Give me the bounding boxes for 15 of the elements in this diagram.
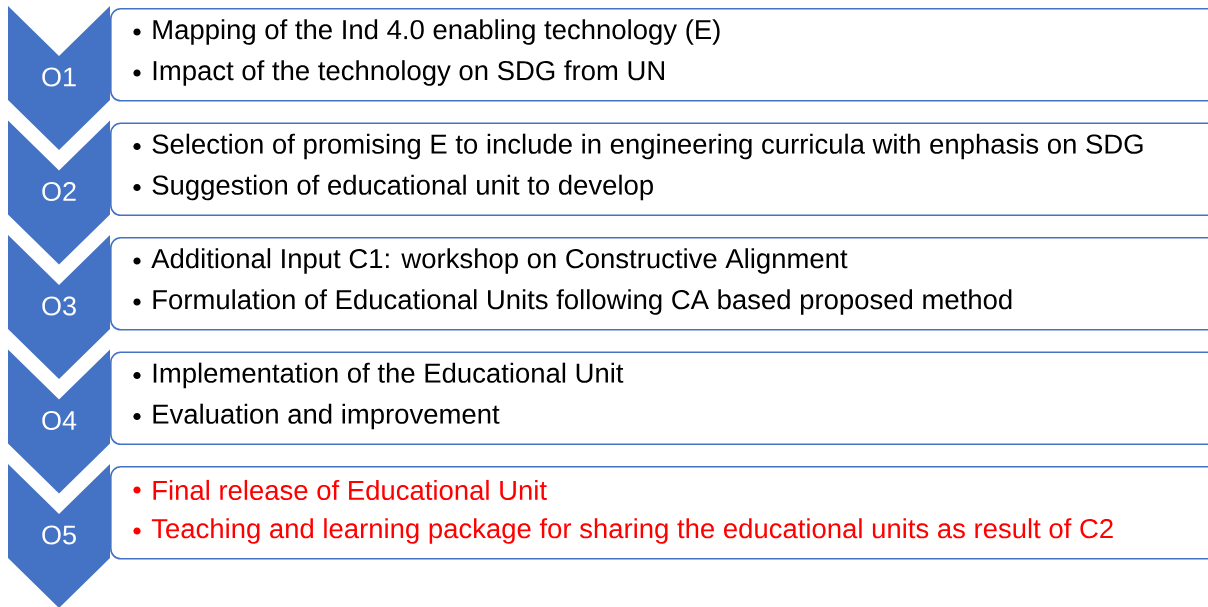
- bullet-text: Teaching and learning package for sharing the educational units as result of C2: [151, 518, 1113, 544]
- text-box: [110, 351, 1208, 446]
- bullet-text: Additional Input C1: workshop on Constructive Alignment: [151, 248, 848, 274]
- bullet-text: Implementation of the Educational Unit: [153, 362, 624, 389]
- bullet-text: Selection of promising E to include in engineering curricula with enphasis on SDG: [152, 133, 1143, 160]
- text-box: [110, 122, 1208, 217]
- bullet-text: Formulation of Educational Units following CA based proposed method: [153, 289, 1012, 315]
- text-box: [110, 237, 1208, 331]
- text-box: [110, 8, 1208, 102]
- bullet-text: Impact of the technology on SDG from UN: [153, 60, 664, 86]
- bullet-text: Evaluation and improvement: [153, 403, 500, 430]
- bullet-text: Suggestion of educational unit to develop: [152, 174, 653, 201]
- bullet-text: Final release of Educational Unit: [153, 479, 547, 501]
- text-box: [110, 465, 1208, 560]
- bullet-text: Mapping of the Ind 4.0 enabling technology (E): [153, 19, 720, 45]
